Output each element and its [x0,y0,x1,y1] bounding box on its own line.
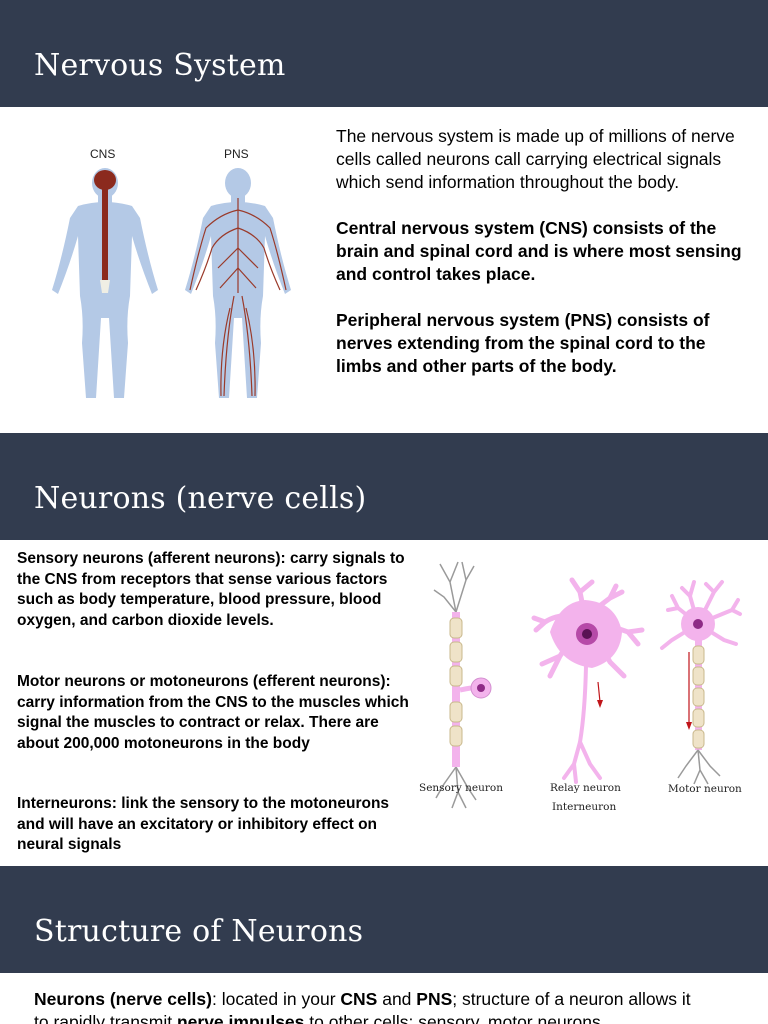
pns-nerves [189,198,287,397]
nerve-impulses-term: nerve impulses [176,1012,305,1024]
cns-pns-body-figure: CNS PNS [52,147,291,398]
structure-line-1: Neurons (nerve cells): located in your C… [34,988,734,1011]
intro-paragraph: The nervous system is made up of million… [336,126,735,192]
structure-text: Neurons (nerve cells): located in your C… [34,988,734,1024]
motor-neuron-drawing [660,580,742,785]
nervous-system-text: The nervous system is made up of million… [336,125,756,401]
section-header-nervous-system: Nervous System [0,0,768,107]
text-fragment: to other cells: sensory, motor neurons [304,1012,601,1024]
pns-term: PNS [416,989,453,1009]
section-header-structure: Structure of Neurons [0,866,768,973]
section-header-neurons: Neurons (nerve cells) [0,433,768,540]
interneuron-label: Interneuron [552,801,616,813]
cns-label: CNS [90,147,115,161]
structure-line-2: to rapidly transmit nerve impulses to ot… [34,1011,734,1024]
cns-term: CNS [340,989,378,1009]
neurons-term: Neurons (nerve cells) [34,989,212,1009]
cns-brain-spine [94,170,116,293]
section-title: Nervous System [34,48,286,83]
pns-label: PNS [224,147,249,161]
text-fragment: ; structure of a neuron allows it [452,989,691,1009]
neuron-types-figure: Sensory neuron Relay neuron Interneuron … [419,561,742,813]
text-fragment: : located in your [211,989,341,1009]
motor-neurons-paragraph: Motor neurons or motoneurons (efferent n… [17,673,409,752]
relay-neuron-drawing [531,577,645,784]
text-fragment: to rapidly transmit [34,1012,177,1024]
cns-paragraph: Central nervous system (CNS) consists of… [336,218,742,284]
text-fragment: and [377,989,417,1009]
sensory-neuron-drawing [433,561,492,809]
sensory-neurons-paragraph: Sensory neurons (afferent neurons): carr… [17,550,405,629]
section-title: Neurons (nerve cells) [34,481,367,516]
relay-neuron-label: Relay neuron [550,782,621,794]
section-title: Structure of Neurons [34,914,364,949]
interneurons-paragraph: Interneurons: link the sensory to the mo… [17,795,390,853]
pns-paragraph: Peripheral nervous system (PNS) consists… [336,310,710,376]
motor-neuron-label: Motor neuron [668,783,742,795]
sensory-neuron-label: Sensory neuron [419,782,503,794]
